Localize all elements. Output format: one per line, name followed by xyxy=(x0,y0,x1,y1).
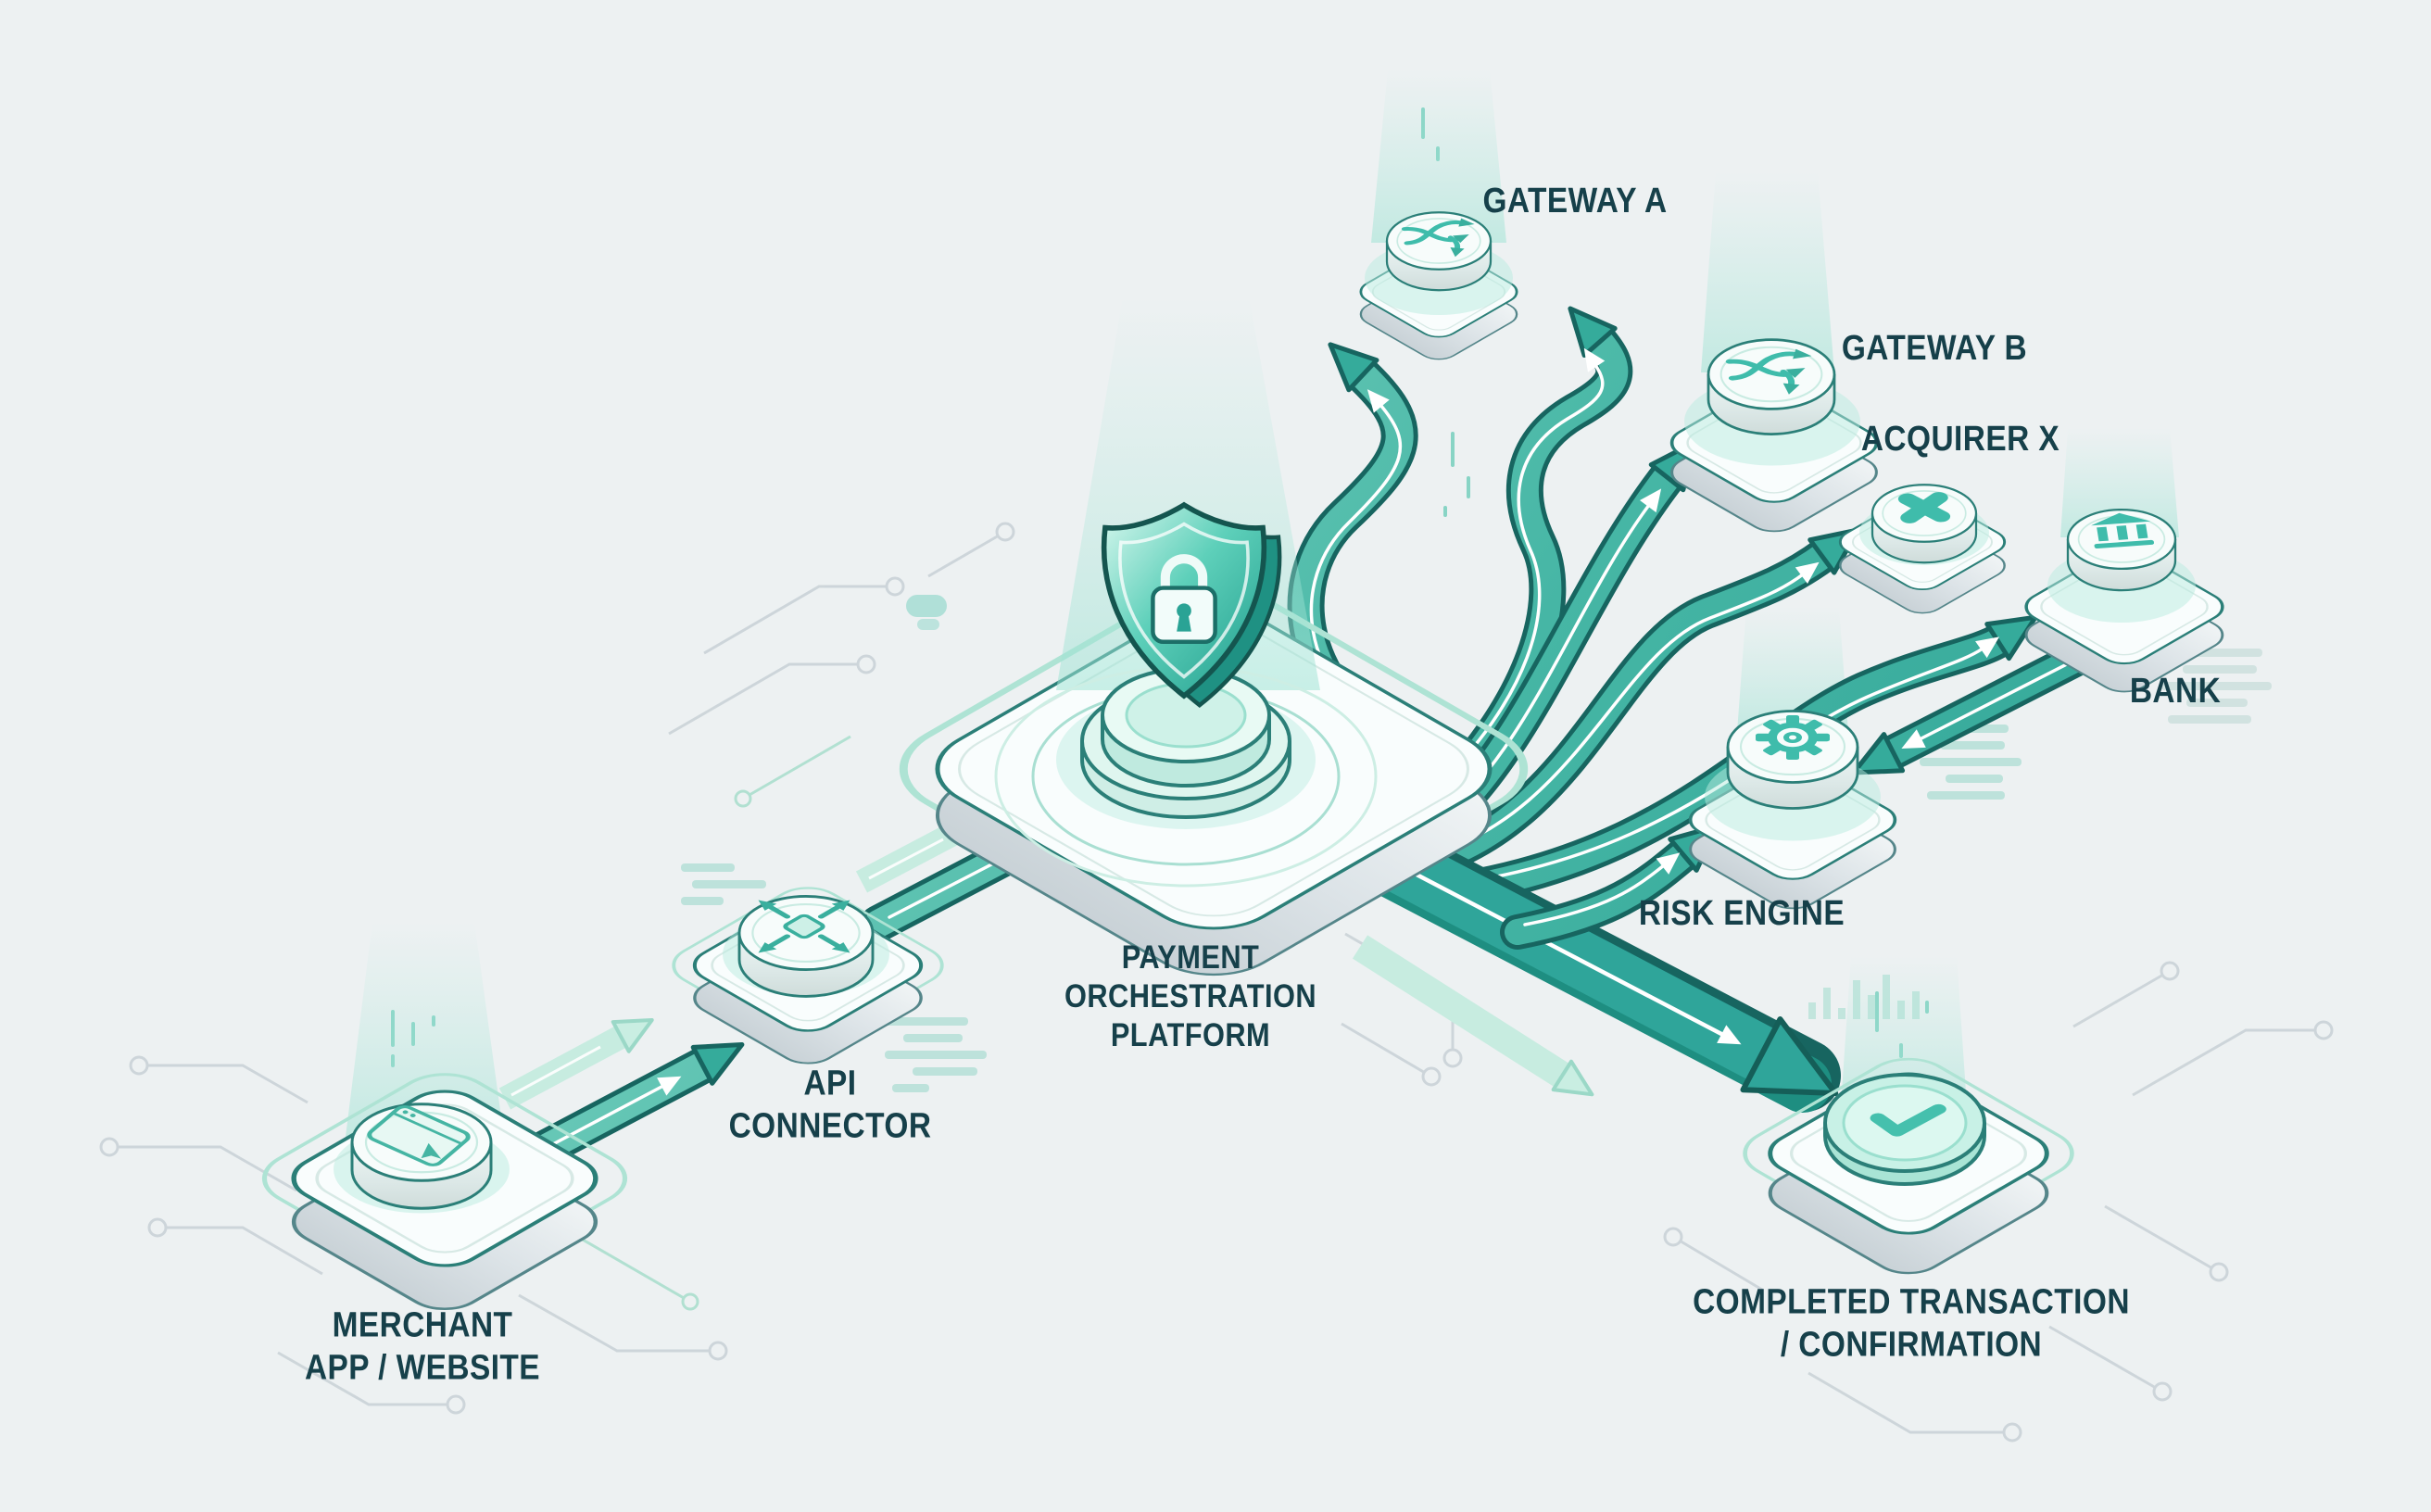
node-merchant xyxy=(245,1063,645,1318)
gateway-a-label-text: GATEWAY A xyxy=(1482,182,1668,221)
completed-label-line1: COMPLETED TRANSACTION xyxy=(1693,1282,2130,1322)
api-label-line1: API xyxy=(803,1064,857,1103)
browser-cursor-icon xyxy=(367,1105,471,1166)
circuit-traces-teal xyxy=(569,735,851,1311)
label-merchant: MERCHANT APP / WEBSITE xyxy=(289,1304,557,1389)
node-completed xyxy=(1727,1049,2090,1281)
teal-blob xyxy=(906,595,947,630)
beam-bank xyxy=(2060,428,2179,537)
platform-label-line2: ORCHESTRATION xyxy=(1064,978,1317,1014)
label-bank: BANK xyxy=(2123,671,2227,713)
x-mark-icon xyxy=(1897,492,1951,523)
label-gateway-b: GATEWAY B xyxy=(1829,328,2040,371)
gear-icon xyxy=(1756,714,1830,761)
checkmark-icon xyxy=(1870,1103,1946,1137)
node-risk-engine xyxy=(1677,710,1908,917)
arrow-platform-to-risk-engine xyxy=(1500,824,1720,950)
node-api-connector xyxy=(657,877,959,1070)
platform-label-line3: PLATFORM xyxy=(1110,1017,1271,1053)
merchant-label-line2: APP / WEBSITE xyxy=(304,1348,541,1387)
shuffle-arrows-icon xyxy=(1725,348,1812,395)
padlock xyxy=(1151,554,1217,645)
completed-label-line2: / CONFIRMATION xyxy=(1780,1325,2043,1364)
risk-engine-label-text: RISK ENGINE xyxy=(1638,894,1845,934)
node-acquirer-x xyxy=(1830,484,2015,620)
label-api-connector: API CONNECTOR xyxy=(715,1063,946,1147)
bank-building-icon xyxy=(2091,512,2155,548)
node-gateway-a xyxy=(1351,211,1527,366)
beam-gateway-a xyxy=(1371,69,1506,243)
node-gateway-b xyxy=(1658,338,1890,540)
light-beams xyxy=(345,69,2179,1144)
label-acquirer-x: ACQUIRER X xyxy=(1847,419,2073,461)
merchant-label-line1: MERCHANT xyxy=(332,1305,513,1345)
platform-label-line1: PAYMENT xyxy=(1121,939,1260,976)
ghost-arrows xyxy=(498,810,1594,1110)
label-risk-engine: RISK ENGINE xyxy=(1625,893,1859,936)
beam-gateway-b xyxy=(1701,171,1834,372)
api-label-line2: CONNECTOR xyxy=(728,1106,932,1145)
bank-label-text: BANK xyxy=(2129,672,2222,712)
label-completed: COMPLETED TRANSACTION / CONFIRMATION xyxy=(1663,1281,2160,1366)
circuit-traces xyxy=(99,522,2334,1443)
shuffle-arrows-icon xyxy=(1401,218,1475,258)
shield-lock-icon xyxy=(1101,501,1282,708)
gateway-b-label-text: GATEWAY B xyxy=(1841,329,2028,369)
pedestal xyxy=(1080,667,1291,819)
four-way-arrows-icon xyxy=(758,900,850,953)
arrow-platform-to-acquirer-x xyxy=(1389,527,1860,885)
label-gateway-a: GATEWAY A xyxy=(1470,181,1680,223)
beam-merchant xyxy=(345,922,505,1144)
node-bank xyxy=(2013,508,2236,699)
label-platform: PAYMENT ORCHESTRATION PLATFORM xyxy=(1047,939,1333,1055)
code-dashes-faint xyxy=(2160,649,2272,724)
node-platform xyxy=(869,296,1557,976)
acquirer-x-label-text: ACQUIRER X xyxy=(1860,420,2060,460)
